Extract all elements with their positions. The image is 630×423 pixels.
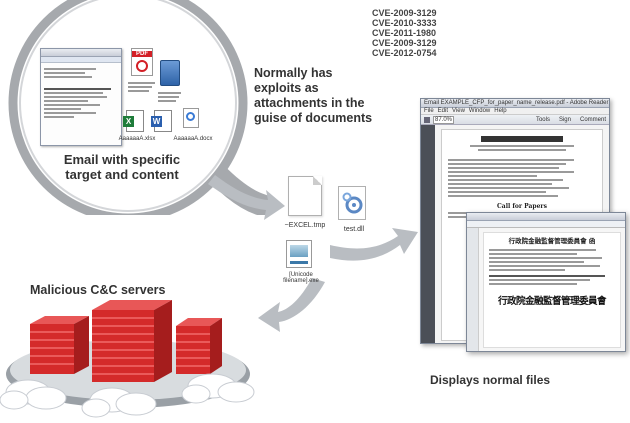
- comment-button[interactable]: Comment: [579, 116, 606, 123]
- normal-files-label: Displays normal files: [430, 373, 551, 387]
- menu-item-view[interactable]: View: [452, 108, 465, 114]
- menu-item-file[interactable]: File: [424, 108, 434, 114]
- cve-item: CVE-2009-3129: [372, 8, 437, 18]
- sign-button[interactable]: Sign: [558, 116, 571, 123]
- excel-tmp-file-name: ~EXCEL.tmp: [284, 222, 326, 229]
- reader-menu-bar: File Edit View Window Help: [421, 108, 609, 115]
- cve-item: CVE-2011-1980: [372, 28, 437, 38]
- pdf-caption: [128, 80, 158, 94]
- dll-file-name: test.dll: [343, 226, 365, 233]
- menu-item-window[interactable]: Window: [468, 108, 491, 114]
- pdf-badge: PDF: [132, 51, 152, 57]
- excel-tmp-file-icon: [288, 176, 322, 216]
- pdf-document-icon: PDF: [131, 48, 153, 76]
- menu-item-help[interactable]: Help: [494, 108, 507, 114]
- document-image-icon: [160, 60, 180, 86]
- front-document-window: 行政院金融監督管理委員會 函 行政院金融監督管理委員會: [466, 212, 626, 352]
- excel-file-name: AaaaaaA.xlsx: [118, 136, 156, 142]
- email-window: [40, 48, 122, 146]
- cfp-heading: Call for Papers: [497, 203, 547, 210]
- official-seal-text: 行政院金融監督管理委員會: [489, 293, 615, 307]
- cve-item: CVE-2010-3333: [372, 18, 437, 28]
- cve-list: CVE-2009-3129 CVE-2010-3333 CVE-2011-198…: [372, 8, 462, 58]
- reader-title-bar: Email EXAMPLE_CFP_for_paper_name_release…: [421, 99, 609, 108]
- exploits-label: Normally has exploits as attachments in …: [254, 66, 373, 125]
- document-image-caption: [158, 90, 184, 104]
- servers-label: Malicious C&C servers: [30, 283, 166, 297]
- reader-side-panel: [421, 125, 435, 343]
- cloud-right: [181, 373, 255, 404]
- arrow-to-files: [208, 175, 285, 220]
- server-stack-center: [92, 300, 172, 382]
- server-cluster: [0, 296, 260, 423]
- server-stack-right: [176, 318, 222, 374]
- cloud-left: [0, 379, 67, 410]
- arrow-to-reader: [330, 228, 418, 261]
- word-file-name: AaaaaaA.docx: [173, 136, 213, 142]
- menu-item-edit[interactable]: Edit: [437, 108, 449, 114]
- official-seal-label: 行政院金融監督管理委員會: [497, 296, 607, 307]
- arrow-to-servers: [258, 278, 325, 332]
- zoom-file-icon: [183, 108, 199, 128]
- exe-file-icon: [286, 240, 312, 268]
- print-icon[interactable]: [424, 116, 430, 123]
- server-stack-left: [30, 316, 89, 374]
- cloud-center: [81, 387, 157, 418]
- exe-file-name: [Unicode filename].exe: [283, 272, 319, 284]
- zoom-level[interactable]: 87.0%: [433, 115, 455, 124]
- front-document-page: 行政院金融監督管理委員會 函 行政院金融監督管理委員會: [483, 232, 621, 348]
- tools-button[interactable]: Tools: [535, 116, 550, 123]
- front-document-header: 行政院金融監督管理委員會 函: [508, 237, 596, 245]
- cve-item: CVE-2012-0754: [372, 48, 437, 58]
- cve-item: CVE-2009-3129: [372, 38, 437, 48]
- dll-file-icon: [338, 186, 366, 220]
- email-label: Email with specific target and content: [63, 152, 181, 182]
- word-file-icon: W: [151, 110, 172, 132]
- excel-file-icon: X: [123, 110, 144, 132]
- reader-toolbar: 87.0% Tools Sign Comment: [421, 115, 609, 125]
